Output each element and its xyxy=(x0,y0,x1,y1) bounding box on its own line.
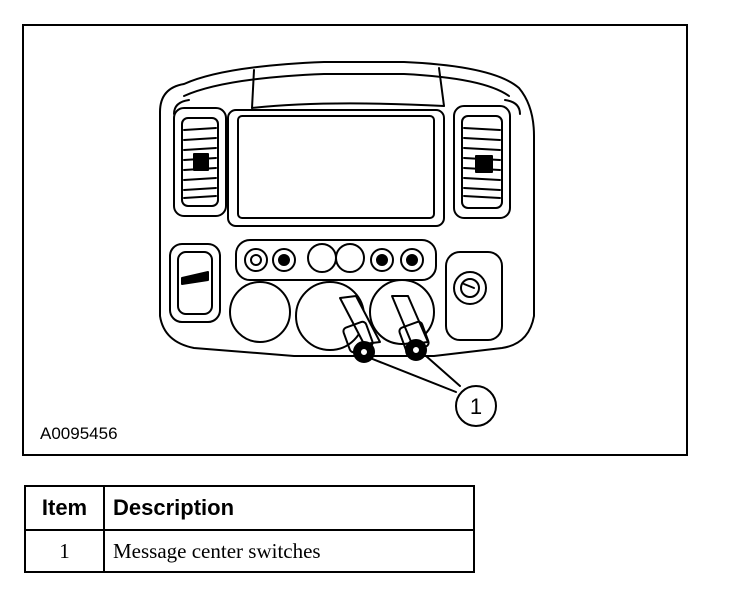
panel-bezel-top-lip xyxy=(183,73,510,97)
button-strip xyxy=(235,239,437,281)
defrost-button xyxy=(272,248,296,272)
fan-button xyxy=(370,248,394,272)
legend-item-number: 1 xyxy=(24,529,105,573)
left-badge-panel xyxy=(169,243,221,323)
legend-row: 1 Message center switches xyxy=(24,529,475,573)
panel-bezel-outline xyxy=(159,61,535,357)
figure-frame: 1 A0095456 xyxy=(22,24,688,456)
climate-dial-left xyxy=(229,281,291,343)
left-air-vent xyxy=(173,107,227,217)
callout-number: 1 xyxy=(470,394,482,419)
right-knob-panel xyxy=(445,251,503,341)
message-center-switch-right xyxy=(335,243,365,273)
leader-line-right xyxy=(425,355,461,387)
legend-item-description: Message center switches xyxy=(103,529,475,573)
display-screen xyxy=(237,115,435,219)
display-screen-frame xyxy=(227,109,445,227)
climate-dial-right xyxy=(369,279,435,345)
header-description: Description xyxy=(103,485,475,531)
message-center-switch-left xyxy=(307,243,337,273)
figure-id-label: A0095456 xyxy=(40,424,118,443)
recirc-button xyxy=(400,248,424,272)
legend-header-row: Item Description xyxy=(24,485,475,531)
legend-table: Item Description 1 Message center switch… xyxy=(24,485,475,573)
hazard-button xyxy=(244,248,268,272)
callout-circle xyxy=(455,385,497,427)
header-item: Item xyxy=(24,485,105,531)
right-air-vent xyxy=(453,105,511,219)
instrument-panel-illustration: 1 xyxy=(159,61,535,427)
control-knob xyxy=(453,271,487,305)
leader-line-left xyxy=(369,357,457,393)
